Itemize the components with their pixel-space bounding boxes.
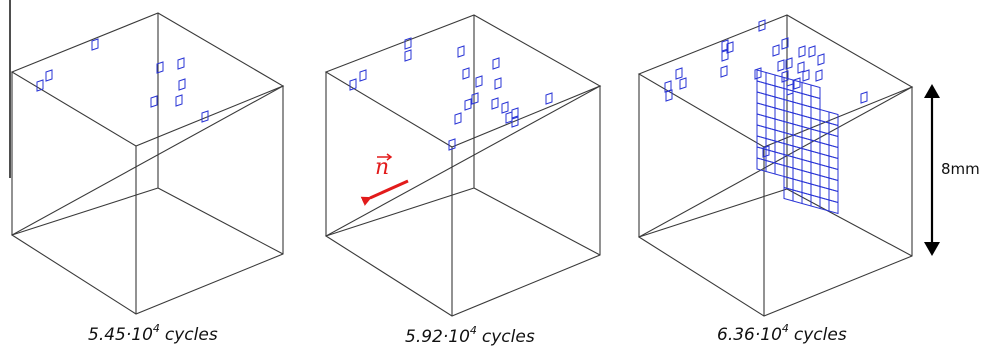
damage-cells-3 bbox=[664, 19, 868, 158]
damage-cell bbox=[793, 77, 801, 90]
damage-cell bbox=[177, 57, 185, 70]
damage-cell bbox=[491, 97, 499, 110]
scale-bar-label: 8mm bbox=[941, 160, 980, 178]
damage-cell bbox=[785, 57, 793, 70]
damage-cell bbox=[772, 44, 780, 57]
cube-wireframe-1 bbox=[9, 0, 285, 315]
damage-cell bbox=[175, 94, 183, 107]
damage-cell bbox=[492, 57, 500, 70]
damage-cell bbox=[494, 77, 502, 90]
damage-cell bbox=[404, 49, 412, 62]
cube-wireframe-2 bbox=[324, 14, 602, 317]
scale-arrow-up-icon bbox=[924, 84, 940, 98]
damage-cell bbox=[505, 111, 513, 124]
damage-cell bbox=[774, 162, 785, 178]
cube-wireframe-3 bbox=[637, 14, 914, 317]
damage-cell bbox=[545, 92, 553, 105]
damage-cells-1 bbox=[36, 38, 209, 123]
damage-cell bbox=[91, 38, 99, 51]
damage-cell bbox=[675, 67, 683, 80]
damage-cell bbox=[765, 159, 776, 175]
damage-cell bbox=[754, 67, 762, 80]
damage-cell bbox=[860, 91, 868, 104]
normal-vector-arrow: n bbox=[360, 153, 409, 206]
damage-cell bbox=[464, 98, 472, 111]
damage-cell bbox=[349, 78, 357, 91]
scale-bar: 8mm bbox=[924, 84, 980, 256]
damage-cell bbox=[511, 115, 519, 128]
damage-cell bbox=[808, 45, 816, 58]
damage-cell bbox=[797, 61, 805, 74]
damage-cell bbox=[679, 77, 687, 90]
damage-cell bbox=[777, 59, 785, 72]
damage-cells-2 bbox=[349, 37, 553, 151]
damage-cell bbox=[817, 53, 825, 66]
damage-cell bbox=[462, 67, 470, 80]
damage-cell bbox=[758, 19, 766, 32]
damage-cell bbox=[720, 65, 728, 78]
damage-cell bbox=[36, 79, 44, 92]
damage-cell bbox=[359, 69, 367, 82]
damage-cell bbox=[454, 112, 462, 125]
damage-cell bbox=[721, 49, 729, 62]
damage-cell bbox=[501, 101, 509, 114]
damage-cell bbox=[448, 138, 456, 151]
damage-cell bbox=[665, 89, 673, 102]
scale-arrow-down-icon bbox=[924, 242, 940, 256]
damage-cell bbox=[815, 69, 823, 82]
damage-cell bbox=[475, 75, 483, 88]
damage-cell bbox=[150, 95, 158, 108]
damage-cell bbox=[721, 39, 729, 52]
damage-grid-3 bbox=[756, 69, 839, 215]
damage-cell bbox=[802, 69, 810, 82]
damage-cell bbox=[404, 37, 412, 50]
damage-cell bbox=[781, 37, 789, 50]
damage-cell bbox=[45, 69, 53, 82]
damage-cell bbox=[762, 145, 770, 158]
normal-vector-label: n bbox=[375, 155, 389, 180]
damage-cell bbox=[178, 78, 186, 91]
damage-cell bbox=[798, 45, 806, 58]
damage-cell bbox=[457, 45, 465, 58]
damage-cell bbox=[201, 110, 209, 123]
damage-cell bbox=[471, 92, 479, 105]
damage-cell bbox=[828, 199, 839, 215]
damage-cell bbox=[156, 61, 164, 74]
damage-cell bbox=[781, 70, 789, 83]
